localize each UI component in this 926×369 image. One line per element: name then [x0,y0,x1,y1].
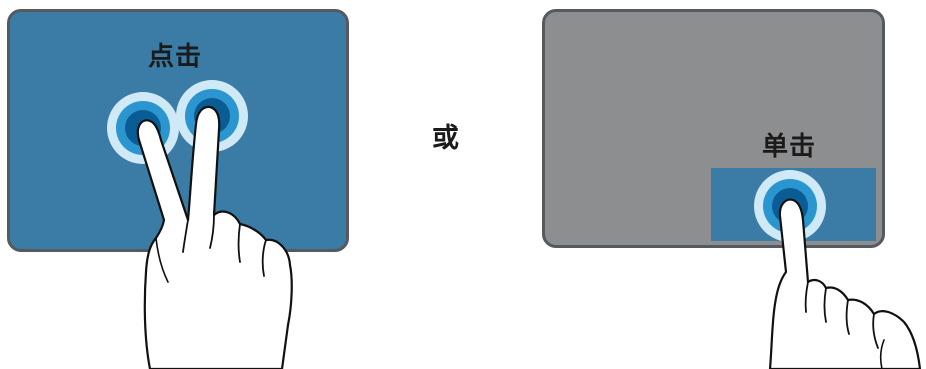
hand-two-finger-tap-icon [138,107,292,369]
hand-one-finger-tap-icon [770,200,920,369]
